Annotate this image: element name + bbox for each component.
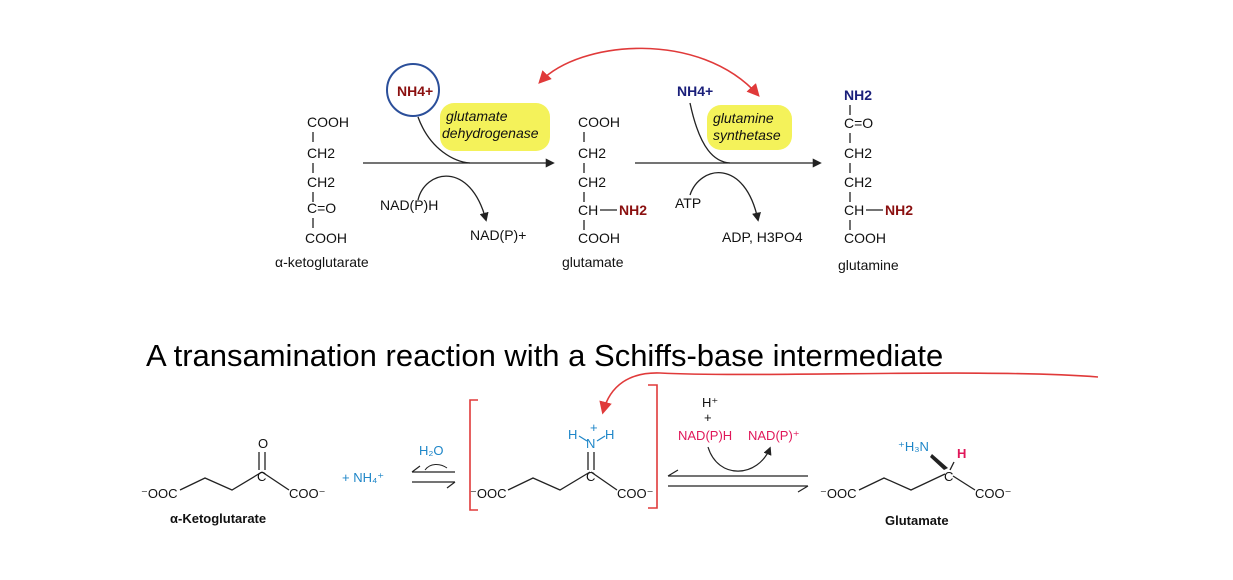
imine-h-right: H	[605, 427, 614, 442]
atp: ATP	[675, 195, 701, 211]
akg-ch2-a: CH2	[307, 145, 335, 161]
gln-co: C=O	[844, 115, 873, 131]
gln-ch2-a: CH2	[844, 145, 872, 161]
adp: ADP, H3PO4	[722, 229, 803, 245]
nh4-circle	[386, 63, 440, 117]
gln-top-structure: NH2 C=O CH2 CH2 CH NH2 COOH glutamine	[838, 87, 913, 273]
glu-cooh-bottom: COOH	[578, 230, 620, 246]
imine-intermediate: H N + H C ⁻OOC COO⁻	[470, 420, 653, 501]
imine-c: C	[586, 469, 595, 484]
glu-bottom-c: C	[944, 469, 953, 484]
glu-cooh-top: COOH	[578, 114, 620, 130]
imine-h-left: H	[568, 427, 577, 442]
atp-curve	[689, 172, 761, 222]
akg-coo: COO⁻	[289, 486, 325, 501]
gln-ch: CH	[844, 202, 864, 218]
gln-nh2-top: NH2	[844, 87, 872, 103]
heading-underline-arrow	[599, 372, 1099, 415]
bracket-right	[648, 384, 658, 509]
imine-n: N	[586, 436, 595, 451]
glu-bottom-coo: COO⁻	[975, 486, 1011, 501]
bracket-left	[469, 399, 478, 511]
akg-cooh-bottom: COOH	[305, 230, 347, 246]
imine-ooc: ⁻OOC	[470, 486, 506, 501]
akg-o: O	[258, 436, 268, 451]
nh4-second: NH4+	[677, 83, 713, 99]
enzyme1-line1: glutamate	[446, 108, 508, 124]
ammonium-link-arrow	[538, 47, 760, 97]
nadp-bottom: NAD(P)⁺	[748, 428, 800, 443]
imine-coo: COO⁻	[617, 486, 653, 501]
enzyme2-line1: glutamine	[713, 110, 774, 126]
akg-name: α-ketoglutarate	[275, 254, 369, 270]
akg-co: C=O	[307, 200, 336, 216]
nadph-bottom-curve	[707, 446, 772, 472]
akg-bottom-label: α-Ketoglutarate	[170, 511, 266, 526]
akg-ch2-b: CH2	[307, 174, 335, 190]
akg-top-structure: COOH CH2 CH2 C=O COOH α-ketoglutarate	[275, 114, 369, 270]
enzyme2-highlight	[707, 105, 792, 150]
equilibrium-arrow-2	[667, 469, 809, 493]
glu-bottom-label: Glutamate	[885, 513, 949, 528]
plus-sign: +	[704, 410, 712, 425]
equilibrium-arrow-1	[411, 465, 456, 489]
nadph-bottom: NAD(P)H	[678, 428, 732, 443]
glu-bottom-h: H	[957, 446, 966, 461]
enzyme1-line2: dehydrogenase	[442, 125, 539, 141]
water-curve	[424, 464, 448, 471]
glu-ch2-a: CH2	[578, 145, 606, 161]
gln-cooh-bottom: COOH	[844, 230, 886, 246]
akg-ooc: ⁻OOC	[141, 486, 177, 501]
nh4-circled: NH4+	[397, 83, 433, 99]
glu-bottom-ooc: ⁻OOC	[820, 486, 856, 501]
gln-nh2: NH2	[885, 202, 913, 218]
glu-ch2-b: CH2	[578, 174, 606, 190]
akg-bottom-structure: ⁻OOC O C COO⁻ α-Ketoglutarate	[141, 436, 325, 526]
enzyme2-line2: synthetase	[713, 127, 781, 143]
nadph-top: NAD(P)H	[380, 197, 438, 213]
glu-nh2: NH2	[619, 202, 647, 218]
page-heading: A transamination reaction with a Schiffs…	[146, 338, 943, 373]
akg-cooh-top: COOH	[307, 114, 349, 130]
enzyme1-highlight	[440, 103, 550, 151]
h-plus: H⁺	[702, 395, 718, 410]
glu-name: glutamate	[562, 254, 624, 270]
nadp-top: NAD(P)+	[470, 227, 526, 243]
gln-ch2-b: CH2	[844, 174, 872, 190]
gln-name: glutamine	[838, 257, 899, 273]
glu-bottom-structure: ⁺H₃N H C ⁻OOC COO⁻ Glutamate	[820, 439, 1011, 528]
glu-ch: CH	[578, 202, 598, 218]
nadph-curve	[417, 175, 489, 222]
glu-bottom-n: ⁺H₃N	[898, 439, 929, 454]
plus-nh4: + NH₄⁺	[342, 470, 384, 485]
water: H₂O	[419, 443, 444, 458]
akg-c: C	[257, 469, 266, 484]
nh4-second-into-reaction	[689, 102, 731, 164]
glu-top-structure: COOH CH2 CH2 CH NH2 COOH glutamate	[562, 114, 647, 270]
imine-plus: +	[590, 420, 598, 435]
nh4-into-reaction	[417, 116, 471, 164]
